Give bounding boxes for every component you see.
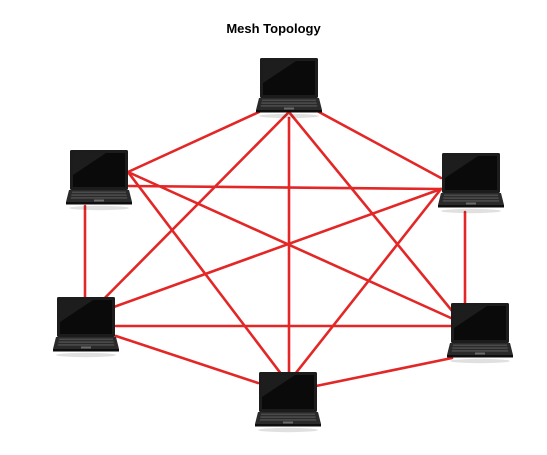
link-top-lower-left <box>84 110 291 319</box>
link-lower-left-bottom <box>114 334 260 385</box>
laptop-icon <box>53 297 119 358</box>
link-upper-left-bottom <box>126 170 290 385</box>
laptop-icon <box>255 372 321 433</box>
laptop-icon <box>438 153 504 214</box>
link-upper-right-bottom <box>286 187 443 385</box>
link-upper-left-upper-right <box>126 184 443 191</box>
link-top-upper-left <box>126 110 261 174</box>
link-layer <box>83 110 467 388</box>
link-upper-left-lower-right <box>126 170 464 325</box>
link-lower-right-bottom <box>314 356 454 388</box>
diagram-title: Mesh Topology <box>226 21 321 36</box>
link-top-lower-right <box>287 110 464 325</box>
link-upper-right-lower-left <box>84 187 443 319</box>
link-top-upper-right <box>317 110 443 180</box>
laptop-icon <box>66 150 132 211</box>
laptop-icon <box>447 303 513 364</box>
node-layer <box>53 58 513 433</box>
laptop-icon <box>256 58 322 119</box>
